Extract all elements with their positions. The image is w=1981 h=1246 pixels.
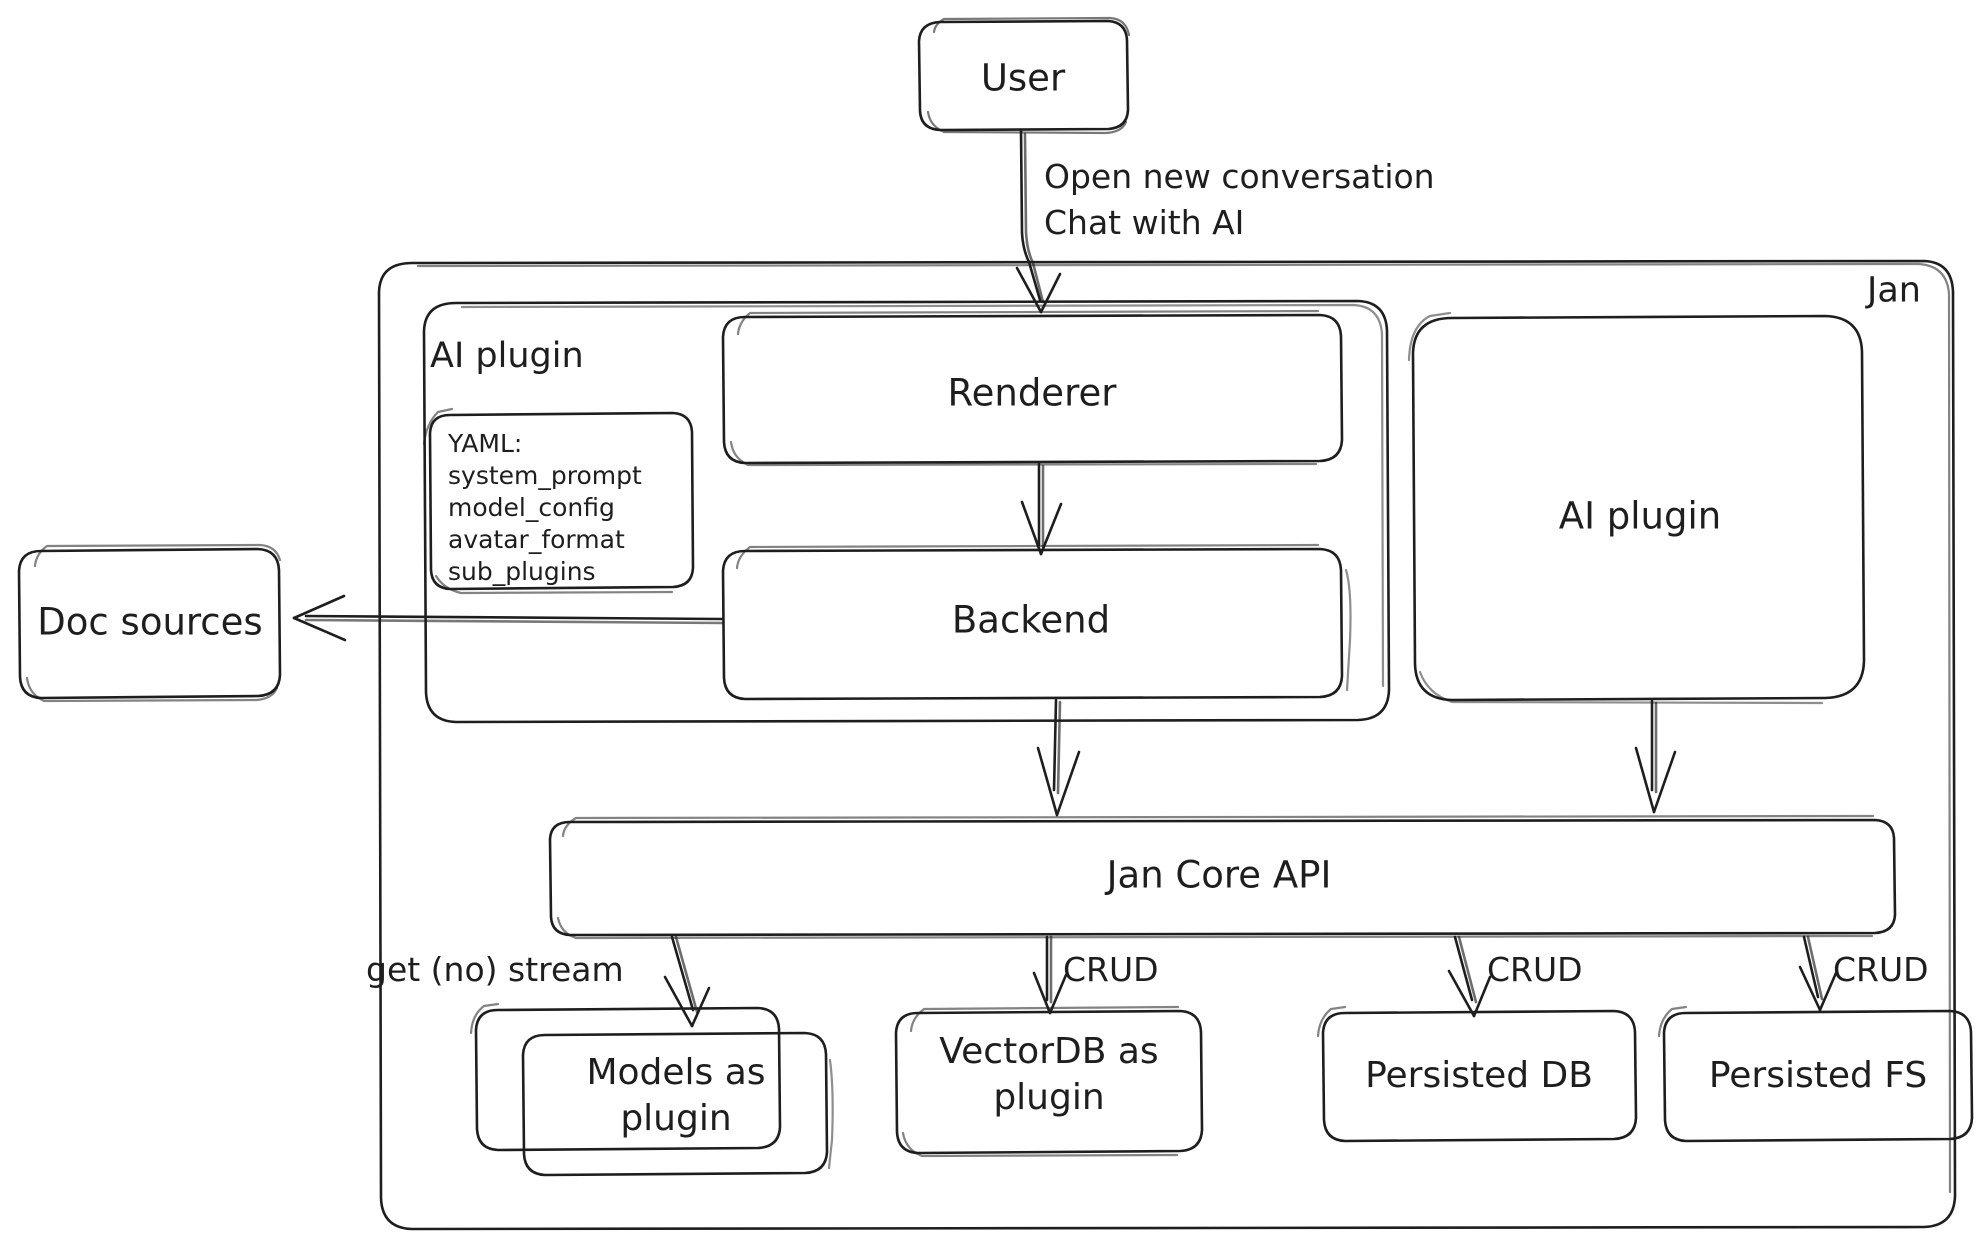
edge-core-to-models: [663, 935, 711, 1028]
node-persisted-db-shape[interactable]: [1316, 1005, 1638, 1143]
edge-backend-to-core: [1036, 698, 1081, 817]
node-models-plugin-shape[interactable]: [469, 1002, 834, 1177]
edge-core-to-persisted-db: [1447, 935, 1492, 1018]
node-persisted-fs-shape[interactable]: [1657, 1005, 1974, 1143]
edge-renderer-to-backend: [1020, 462, 1063, 556]
edge-core-to-vectordb: [1032, 935, 1068, 1015]
node-backend-shape[interactable]: [721, 543, 1352, 701]
container-ai-plugin-group: [422, 299, 1391, 724]
edge-backend-to-doc-sources: [292, 594, 724, 642]
edge-ai-plugin-to-core: [1634, 699, 1677, 814]
node-doc-sources-shape[interactable]: [17, 543, 282, 703]
edge-core-to-persisted-fs: [1798, 935, 1838, 1012]
container-jan: [377, 259, 1957, 1231]
node-jan-core-api-shape[interactable]: [548, 814, 1897, 940]
node-renderer-shape[interactable]: [721, 309, 1344, 467]
node-vectordb-plugin-shape[interactable]: [894, 1005, 1204, 1158]
node-user-shape[interactable]: [917, 16, 1131, 135]
node-yaml-card-shape: [422, 407, 695, 595]
edge-user-to-renderer: [1015, 129, 1062, 314]
node-ai-plugin-shape[interactable]: [1407, 311, 1866, 705]
